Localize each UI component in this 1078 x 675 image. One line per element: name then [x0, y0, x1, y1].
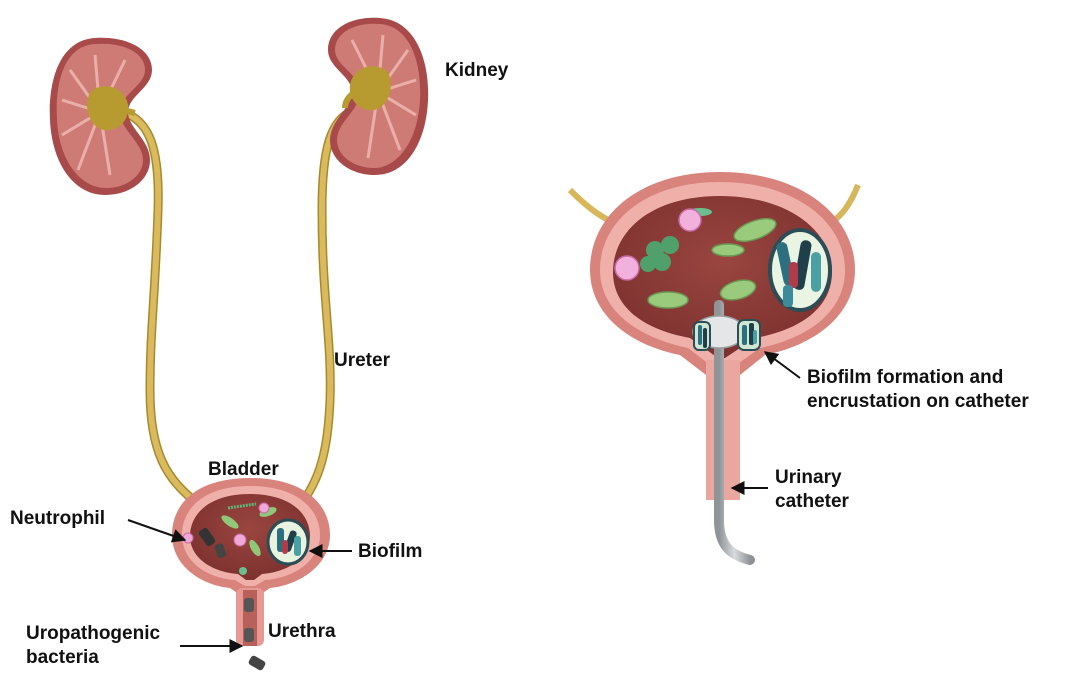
label-urinary-catheter-line1: Urinary — [775, 466, 849, 490]
label-biofilm-catheter-line2: encrustation on catheter — [807, 390, 1073, 414]
label-biofilm-catheter: Biofilm formation and encrustation on ca… — [807, 366, 1073, 414]
label-uropathogenic: Uropathogenic bacteria — [26, 622, 160, 670]
label-biofilm: Biofilm — [358, 540, 422, 564]
label-neutrophil: Neutrophil — [10, 507, 105, 531]
label-ureter: Ureter — [334, 349, 390, 373]
label-bladder: Bladder — [208, 458, 279, 482]
right-ureter — [300, 110, 355, 505]
label-urinary-catheter: Urinary catheter — [775, 466, 849, 514]
catheter-biofilm — [693, 316, 760, 350]
biofilm-cluster-large — [770, 230, 830, 310]
biofilm-cluster-small — [268, 520, 308, 564]
label-uropathogenic-line2: bacteria — [26, 646, 160, 670]
label-biofilm-catheter-line1: Biofilm formation and — [807, 366, 1073, 390]
label-urethra: Urethra — [268, 620, 336, 644]
label-urinary-catheter-line2: catheter — [775, 490, 849, 514]
right-kidney — [328, 18, 428, 175]
label-uropathogenic-line1: Uropathogenic — [26, 622, 160, 646]
arrow-biofilm-catheter — [765, 352, 800, 378]
label-kidney: Kidney — [445, 59, 508, 83]
